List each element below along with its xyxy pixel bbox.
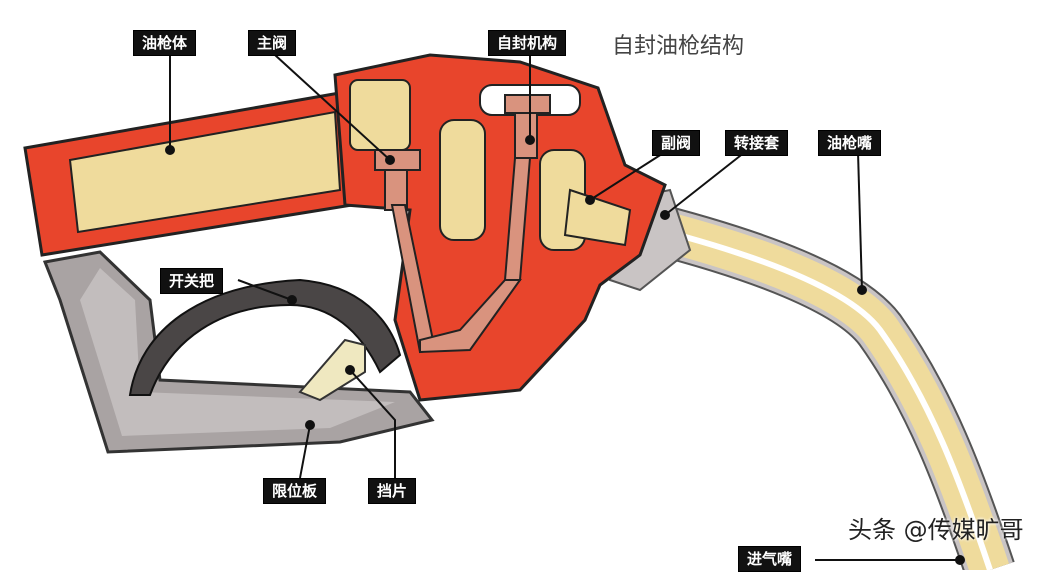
trigger-handle — [128, 278, 402, 396]
label-main-valve: 主阀 — [248, 30, 297, 56]
label-adapter: 转接套 — [725, 130, 789, 156]
label-self-seal: 自封机构 — [488, 30, 567, 56]
label-sub-valve: 副阀 — [652, 130, 701, 156]
baffle — [298, 338, 366, 402]
leader-lines — [165, 54, 965, 565]
guard-inner — [80, 268, 395, 436]
spout — [633, 199, 1015, 570]
label-spout: 油枪嘴 — [818, 130, 882, 156]
diagram-title: 自封油枪结构 — [612, 34, 745, 59]
label-air-inlet: 进气嘴 — [738, 546, 802, 572]
barrel-inner — [68, 110, 342, 234]
label-trigger: 开关把 — [160, 268, 224, 294]
self-seal-mechanism — [419, 94, 551, 354]
watermark: 头条 @传媒旷哥 — [848, 516, 1024, 544]
label-gun-body: 油枪体 — [133, 30, 197, 56]
label-limit-plate: 限位板 — [263, 478, 327, 504]
label-baffle: 挡片 — [368, 478, 417, 504]
